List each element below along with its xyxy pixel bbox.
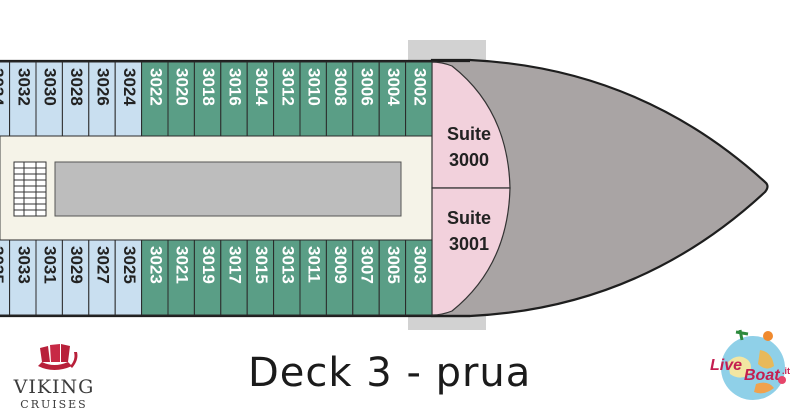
center-block xyxy=(54,161,402,217)
suite-3001-label: Suite xyxy=(447,208,491,228)
cabin-3014-label: 3014 xyxy=(252,68,271,106)
cabin-3005-label: 3005 xyxy=(384,246,403,284)
cabin-3024 xyxy=(114,61,143,137)
cabin-3028 xyxy=(61,61,90,137)
cabin-3025 xyxy=(114,239,143,316)
cabin-3031-label: 3031 xyxy=(41,246,60,284)
cabin-3027 xyxy=(88,239,116,316)
bow-area xyxy=(430,58,769,318)
suite-3001 xyxy=(431,187,511,316)
cabin-3017-label: 3017 xyxy=(226,246,245,284)
cabin-3010-label: 3010 xyxy=(305,68,324,106)
cabin-3033 xyxy=(9,239,37,316)
cabin-3019-label: 3019 xyxy=(199,246,218,284)
cabin-3018 xyxy=(193,61,222,137)
cabin-3002 xyxy=(405,61,433,137)
cabin-3022 xyxy=(141,61,169,137)
cabin-3032-label: 3032 xyxy=(14,68,33,106)
cabin-3023-label: 3023 xyxy=(146,246,165,284)
cabin-3020 xyxy=(167,61,195,137)
cabin-3011 xyxy=(299,239,327,316)
cabin-3007-label: 3007 xyxy=(358,246,377,284)
cabin-3002-label: 3002 xyxy=(410,68,429,106)
cabin-3033-label: 3033 xyxy=(14,246,33,284)
cabin-3031 xyxy=(35,239,63,316)
suite-3000-number: 3000 xyxy=(449,150,489,170)
cabin-3025-label: 3025 xyxy=(120,246,139,284)
liveboat-suffix-text: .it xyxy=(782,366,790,376)
cabin-3015-label: 3015 xyxy=(252,246,271,284)
longship-icon xyxy=(38,344,78,370)
cabin-3026 xyxy=(88,61,116,137)
suite-3001-number: 3001 xyxy=(449,234,489,254)
liveboat-live-text: Live xyxy=(710,357,742,374)
cabin-3006-label: 3006 xyxy=(358,68,377,106)
suite-3000 xyxy=(431,61,511,189)
cabin-3021 xyxy=(167,239,195,316)
cabin-3034-label: 3034 xyxy=(0,68,7,106)
liveboat-boat-text: Boat xyxy=(744,367,780,384)
cabin-3004-label: 3004 xyxy=(384,68,403,106)
cabin-3029 xyxy=(61,239,90,316)
cabin-3030-label: 3030 xyxy=(41,68,60,106)
viking-cruises-logo: VIKING CRUISES xyxy=(2,340,106,416)
cabin-3008 xyxy=(325,61,354,137)
cabin-3028-label: 3028 xyxy=(67,68,86,106)
cabin-3008-label: 3008 xyxy=(331,68,350,106)
cabin-3003-label: 3003 xyxy=(410,246,429,284)
cabin-3022-label: 3022 xyxy=(146,68,165,106)
cabin-3018-label: 3018 xyxy=(199,68,218,106)
cabin-3005 xyxy=(378,239,407,316)
cabin-3011-label: 3011 xyxy=(305,246,324,283)
cabin-3027-label: 3027 xyxy=(94,246,113,284)
cabin-3021-label: 3021 xyxy=(173,246,192,284)
cabin-3020-label: 3020 xyxy=(173,68,192,106)
cabin-3017 xyxy=(220,239,248,316)
cabin-3003 xyxy=(405,239,433,316)
cabin-3024-label: 3024 xyxy=(120,68,139,106)
viking-brand-name: VIKING xyxy=(13,376,95,398)
cabin-3026-label: 3026 xyxy=(94,68,113,106)
liveboat-logo: Live Boat .it xyxy=(708,322,798,414)
cabin-3012-label: 3012 xyxy=(278,68,297,106)
cabin-3009-label: 3009 xyxy=(331,246,350,284)
cabin-3010 xyxy=(299,61,327,137)
cabin-3016-label: 3016 xyxy=(226,68,245,106)
cabin-3004 xyxy=(378,61,407,137)
deck-title: Deck 3 - prua xyxy=(248,350,532,396)
cabin-3006 xyxy=(352,61,380,137)
deck-map-svg: Suite 3000 Suite 3001 3034 3032 3030 3028 30… xyxy=(0,40,769,330)
stairs-icon xyxy=(13,161,47,217)
cabin-3029-label: 3029 xyxy=(67,246,86,284)
suite-3000-label: Suite xyxy=(447,124,491,144)
cabin-3023 xyxy=(141,239,169,316)
viking-brand-subtitle: CRUISES xyxy=(20,398,88,411)
cabin-3013 xyxy=(273,239,301,316)
cabin-3035-label: 3035 xyxy=(0,246,7,284)
cabin-3013-label: 3013 xyxy=(278,246,297,284)
cabin-3009 xyxy=(325,239,354,316)
